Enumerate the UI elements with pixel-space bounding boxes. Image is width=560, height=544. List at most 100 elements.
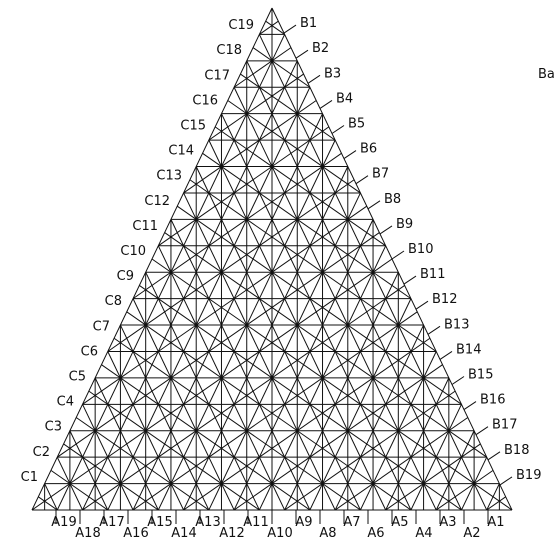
- bottom-label: A17: [99, 515, 124, 530]
- diagonal-line: [240, 73, 336, 141]
- tick-mark: [379, 225, 393, 235]
- left-label: C1: [21, 470, 38, 485]
- diagonal-line: [385, 443, 481, 511]
- diagonal-line: [435, 469, 494, 511]
- left-label: C5: [69, 370, 86, 385]
- left-label: C13: [156, 169, 182, 184]
- diagonal-line: [38, 496, 58, 511]
- left-label: C6: [81, 344, 98, 359]
- left-label: C12: [144, 194, 170, 209]
- diagonal-line: [88, 390, 260, 511]
- tick-mark: [307, 74, 321, 84]
- diagonal-line: [82, 205, 368, 405]
- bottom-label: A8: [319, 526, 336, 541]
- diagonal-line: [63, 443, 159, 511]
- tick-mark: [367, 200, 381, 210]
- right-label: B5: [348, 117, 365, 132]
- bottom-label: A2: [463, 526, 480, 541]
- right-label: B2: [312, 41, 329, 56]
- tick-mark: [391, 250, 405, 260]
- tick-mark: [487, 451, 501, 461]
- diagonal-line: [158, 126, 330, 247]
- right-label: B11: [420, 267, 445, 282]
- left-label: C3: [45, 420, 62, 435]
- bottom-label: A1: [487, 515, 504, 530]
- diagonal-line: [252, 47, 311, 88]
- bottom-label: A9: [295, 515, 312, 530]
- bottom-label: A16: [123, 526, 148, 541]
- diagonal-line: [126, 311, 412, 511]
- diagonal-line: [202, 152, 412, 300]
- left-label: C4: [57, 395, 74, 410]
- bottom-label: A10: [267, 526, 292, 541]
- right-label: B13: [444, 317, 469, 332]
- bottom-label: A4: [415, 526, 432, 541]
- right-label: B14: [456, 342, 481, 357]
- right-label: B12: [432, 292, 457, 307]
- bottom-label: A7: [343, 515, 360, 530]
- diagonal-line: [189, 179, 437, 352]
- diagonal-line: [107, 179, 355, 352]
- left-label: C8: [105, 294, 122, 309]
- left-label: C10: [120, 244, 146, 259]
- edge-tick-marks: [55, 24, 513, 524]
- left-label: C17: [204, 68, 230, 83]
- grid-lines: [31, 7, 513, 511]
- diagonal-line: [259, 20, 279, 35]
- bottom-label: A19: [51, 515, 76, 530]
- tick-mark: [403, 275, 417, 285]
- right-label: B17: [492, 418, 517, 433]
- diagonal-line: [132, 311, 418, 511]
- tick-mark: [283, 24, 297, 34]
- tick-mark: [439, 350, 453, 360]
- right-label: B4: [336, 91, 353, 106]
- bottom-label: A11: [243, 515, 268, 530]
- diagonal-line: [208, 73, 304, 141]
- bottom-label: A15: [147, 515, 172, 530]
- right-label: B10: [408, 242, 433, 257]
- left-label: C11: [132, 219, 158, 234]
- left-label: C15: [180, 119, 206, 134]
- right-label: B8: [384, 192, 401, 207]
- right-label: B7: [372, 167, 389, 182]
- left-label: C7: [93, 319, 110, 334]
- tick-mark: [499, 476, 513, 486]
- left-label: C19: [228, 18, 254, 33]
- right-label: B6: [360, 142, 377, 157]
- diagonal-line: [82, 285, 405, 511]
- tick-mark: [355, 175, 369, 185]
- bottom-label: A6: [367, 526, 384, 541]
- edge-labels: A1A2A3A4A5A6A7A8A9A10A11A12A13A14A15A16A…: [21, 16, 542, 541]
- right-label: B9: [396, 217, 413, 232]
- bottom-label: A12: [219, 526, 244, 541]
- tick-mark: [451, 376, 465, 385]
- diagonal-line: [101, 364, 311, 511]
- tick-mark: [331, 125, 345, 134]
- diagonal-line: [284, 390, 456, 511]
- left-label: C14: [168, 144, 194, 159]
- diagonal-line: [183, 100, 317, 194]
- diagonal-line: [233, 364, 443, 511]
- left-label: C16: [192, 93, 218, 108]
- corner-text: Ba: [538, 67, 555, 82]
- diagonal-line: [151, 258, 513, 511]
- diagonal-line: [31, 258, 393, 511]
- right-label: B19: [516, 468, 541, 483]
- tick-mark: [295, 49, 309, 59]
- right-label: B3: [324, 66, 341, 81]
- bottom-label: A14: [171, 526, 196, 541]
- diagonal-line: [486, 496, 506, 511]
- right-label: B1: [300, 16, 317, 31]
- right-label: B18: [504, 443, 529, 458]
- left-label: C2: [33, 445, 50, 460]
- diagonal-line: [139, 285, 462, 511]
- bottom-label: A13: [195, 515, 220, 530]
- tick-mark: [475, 426, 489, 436]
- diagonal-line: [50, 469, 109, 511]
- diagonal-line: [56, 232, 380, 458]
- diagonal-line: [227, 100, 361, 194]
- diagonal-line: [176, 205, 462, 405]
- diagonal-line: [214, 126, 386, 247]
- diagonal-line: [233, 47, 292, 88]
